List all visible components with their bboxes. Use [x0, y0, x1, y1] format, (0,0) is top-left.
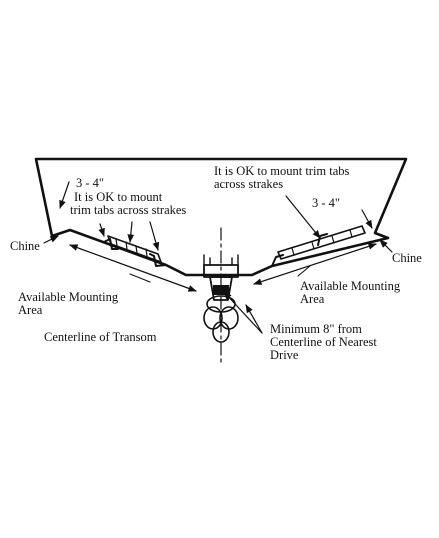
avail-left-line2: Area	[18, 303, 43, 317]
ok-left-line1: It is OK to mount	[74, 190, 163, 204]
dim-right-leader	[361, 209, 373, 229]
dim-left-leader-2	[98, 223, 105, 237]
avail-right-leader	[297, 265, 311, 277]
avail-area-left-arrow	[69, 244, 197, 292]
minimum-line2: Centerline of Nearest	[270, 335, 377, 349]
ok-left-leader	[127, 221, 135, 243]
avail-left-leader	[129, 273, 151, 283]
minimum-line3: Drive	[270, 348, 299, 362]
avail-left-line1: Available Mounting	[18, 290, 119, 304]
minimum-line1: Minimum 8" from	[270, 322, 362, 336]
ok-left-leader-2	[149, 221, 160, 251]
chine-right-leader	[379, 239, 393, 253]
ok-right-line1: It is OK to mount trim tabs	[214, 164, 350, 178]
avail-right-line1: Available Mounting	[300, 279, 401, 293]
centerline-label: Centerline of Transom	[44, 330, 157, 344]
avail-area-right-arrow	[253, 243, 377, 285]
ok-right-line2: across strakes	[214, 177, 283, 191]
ok-right-leader	[285, 195, 321, 239]
dim-left-leader	[59, 181, 70, 209]
chine-left-leader	[43, 235, 59, 244]
avail-right-line2: Area	[300, 292, 325, 306]
minimum-leader	[245, 304, 263, 334]
chine-left-label: Chine	[10, 239, 40, 253]
chine-right-label: Chine	[392, 251, 422, 265]
minimum-leader-2	[223, 291, 263, 334]
ok-left-line2: trim tabs across strakes	[70, 203, 186, 217]
dim-right-label: 3 - 4"	[312, 196, 340, 210]
hull-outline	[34, 157, 408, 277]
dim-left-label: 3 - 4"	[76, 176, 104, 190]
